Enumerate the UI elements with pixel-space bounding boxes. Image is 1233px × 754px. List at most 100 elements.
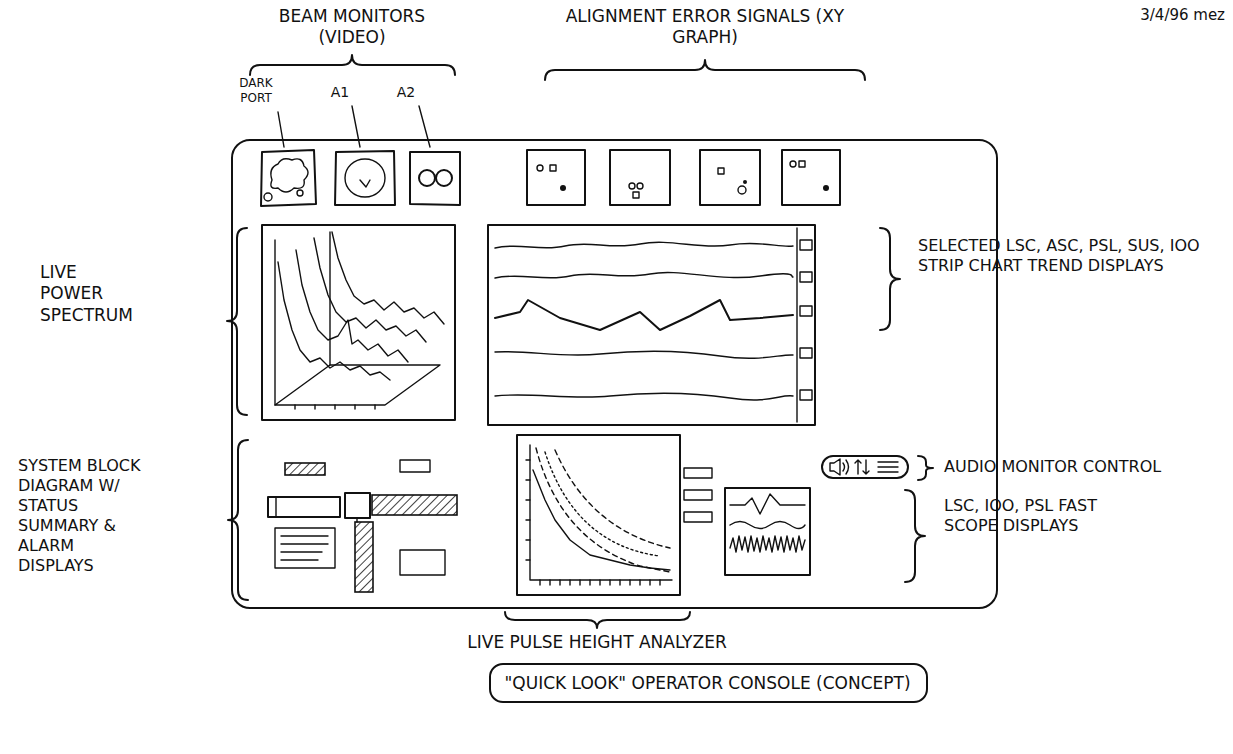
video-monitor bbox=[271, 159, 308, 192]
date-note: 3/4/96 mez bbox=[1115, 6, 1225, 25]
pulse-height-analyzer bbox=[545, 452, 660, 556]
bracket bbox=[227, 228, 247, 415]
bracket bbox=[505, 612, 690, 628]
xy-graph bbox=[527, 150, 840, 205]
system-block-diagram bbox=[285, 463, 325, 475]
bracket bbox=[228, 440, 248, 600]
xy-graph bbox=[799, 161, 805, 167]
pulse-height-analyzer bbox=[517, 435, 680, 595]
audio-control bbox=[822, 456, 908, 478]
strip-chart bbox=[796, 228, 797, 422]
power-spectrum bbox=[275, 365, 440, 405]
strip-chart bbox=[800, 272, 812, 282]
pulse-height-analyzer bbox=[555, 450, 670, 548]
pulse-height-analyzer bbox=[684, 468, 712, 478]
strip-chart bbox=[495, 242, 793, 248]
strip-chart bbox=[488, 225, 815, 425]
group-heading: ALIGNMENT ERROR SIGNALS (XY GRAPH) bbox=[540, 6, 870, 49]
pulse-height-analyzer bbox=[526, 460, 530, 560]
xy-graph bbox=[637, 183, 643, 189]
panel-note: LIVE PULSE HEIGHT ANALYZER bbox=[427, 632, 767, 653]
strip-chart bbox=[800, 348, 812, 358]
video-monitor bbox=[261, 150, 460, 206]
video-monitor bbox=[297, 190, 303, 196]
strip-chart bbox=[495, 300, 793, 330]
xy-graph bbox=[700, 150, 760, 205]
leader-line bbox=[278, 106, 430, 147]
strip-chart bbox=[800, 240, 812, 250]
system-block-diagram bbox=[356, 518, 357, 522]
xy-graph bbox=[633, 192, 639, 198]
bracket bbox=[905, 490, 925, 582]
system-block-diagram bbox=[275, 497, 276, 517]
video-monitor bbox=[345, 159, 385, 197]
video-monitor bbox=[261, 150, 316, 206]
audio-control bbox=[863, 460, 869, 474]
strip-chart bbox=[800, 390, 812, 400]
video-monitor bbox=[436, 170, 452, 186]
bracket bbox=[545, 60, 865, 80]
xy-graph bbox=[610, 150, 670, 205]
monitor-name: A1 bbox=[327, 84, 353, 102]
xy-graph bbox=[718, 168, 724, 174]
video-monitor bbox=[360, 180, 370, 187]
strip-chart bbox=[495, 351, 793, 358]
console-outline bbox=[232, 140, 997, 608]
xy-graph bbox=[823, 185, 829, 191]
audio-control bbox=[822, 456, 908, 478]
system-block-diagram bbox=[355, 522, 373, 592]
system-block-diagram bbox=[281, 536, 328, 560]
caption-text: "QUICK LOOK" OPERATOR CONSOLE (CONCEPT) bbox=[505, 672, 912, 694]
monitor-name: DARK PORT bbox=[234, 76, 278, 106]
group-heading: BEAM MONITORS (VIDEO) bbox=[267, 6, 437, 49]
system-block-diagram bbox=[400, 460, 430, 472]
power-spectrum bbox=[296, 250, 408, 362]
fast-scope bbox=[725, 488, 810, 575]
power-spectrum bbox=[295, 405, 375, 409]
strip-chart bbox=[495, 393, 793, 400]
fast-scope bbox=[725, 488, 810, 575]
strip-chart bbox=[800, 306, 812, 316]
bracket bbox=[880, 228, 900, 330]
bracket bbox=[227, 55, 933, 628]
pulse-height-analyzer bbox=[536, 448, 670, 572]
panel-note: LIVE POWER SPECTRUM bbox=[40, 262, 145, 326]
xy-graph bbox=[782, 150, 840, 205]
fast-scope bbox=[730, 494, 805, 514]
system-block-diagram bbox=[345, 493, 370, 518]
system-block-diagram bbox=[268, 497, 340, 517]
power-spectrum bbox=[278, 262, 390, 380]
video-monitor bbox=[419, 170, 435, 186]
power-spectrum bbox=[262, 225, 455, 420]
bracket bbox=[250, 55, 455, 75]
pulse-height-analyzer bbox=[684, 490, 712, 500]
panel-note: SELECTED LSC, ASC, PSL, SUS, IOO STRIP C… bbox=[918, 236, 1203, 276]
power-spectrum bbox=[274, 240, 275, 405]
pulse-height-analyzer bbox=[530, 445, 672, 580]
power-spectrum bbox=[332, 232, 444, 324]
system-block-diagram bbox=[268, 460, 457, 592]
audio-control bbox=[855, 460, 861, 474]
xy-graph bbox=[629, 183, 635, 189]
leader-line bbox=[278, 112, 284, 147]
video-monitor bbox=[335, 151, 395, 205]
pulse-height-analyzer bbox=[684, 512, 712, 522]
audio-control bbox=[830, 459, 840, 475]
panel-note: LSC, IOO, PSL FAST SCOPE DISPLAYS bbox=[944, 496, 1154, 536]
caption-box: "QUICK LOOK" OPERATOR CONSOLE (CONCEPT) bbox=[489, 663, 928, 703]
system-block-diagram bbox=[400, 550, 445, 575]
power-spectrum bbox=[262, 225, 455, 420]
strip-chart bbox=[488, 225, 815, 425]
fast-scope bbox=[730, 522, 805, 529]
power-spectrum bbox=[314, 238, 426, 342]
fast-scope bbox=[730, 536, 805, 552]
pulse-height-analyzer bbox=[517, 435, 712, 595]
panel-note: AUDIO MONITOR CONTROL bbox=[944, 457, 1214, 477]
video-monitor bbox=[410, 152, 460, 205]
leader-line bbox=[419, 106, 430, 147]
xy-graph bbox=[738, 186, 746, 194]
bracket bbox=[918, 456, 933, 480]
xy-graph bbox=[790, 161, 796, 167]
console-outline bbox=[232, 140, 997, 608]
panel-note: SYSTEM BLOCK DIAGRAM W/ STATUS SUMMARY &… bbox=[18, 456, 153, 576]
